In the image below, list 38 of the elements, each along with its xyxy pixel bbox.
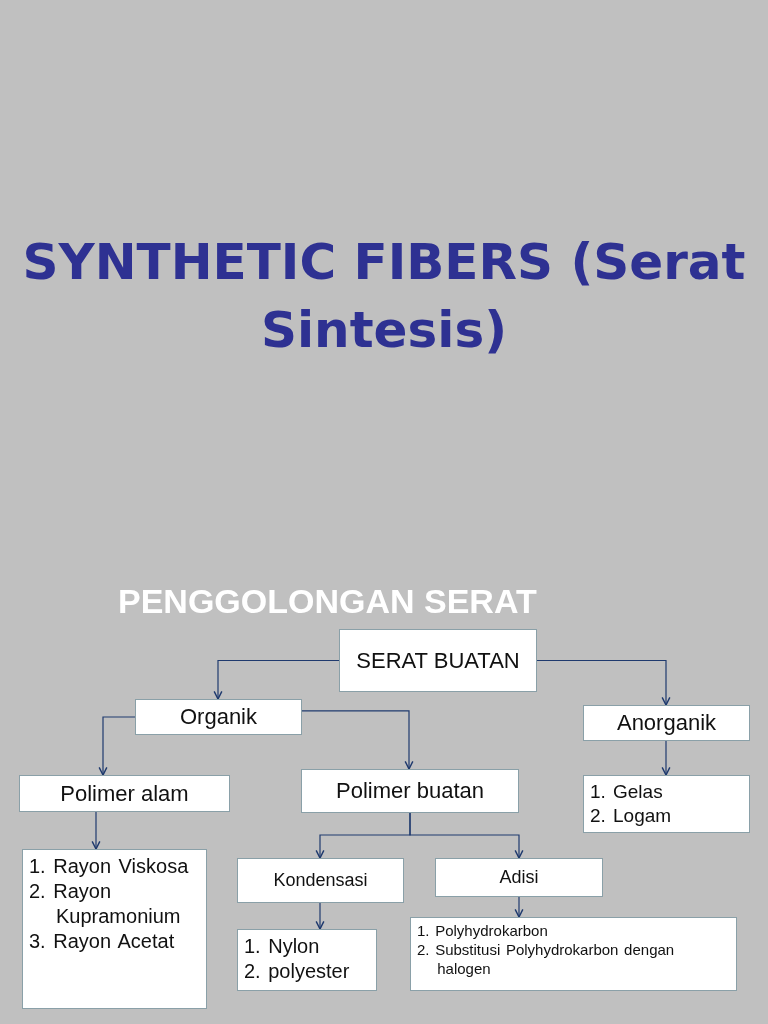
list-box xyxy=(237,929,377,991)
connector-arrow xyxy=(213,659,340,700)
node-label: Anorganik xyxy=(616,709,717,737)
section-heading: PENGGOLONGAN SERAT xyxy=(118,582,537,621)
node-label: SERAT BUATAN xyxy=(356,646,520,675)
connector-arrow xyxy=(661,740,671,776)
category-box xyxy=(237,858,404,903)
connector-arrow xyxy=(98,716,136,776)
slide-title: SYNTHETIC FIBERS (Serat Sintesis) xyxy=(21,232,747,361)
list-item: 2. Substitusi Polyhydrokarbon dengan halogen xyxy=(417,940,676,979)
list-box xyxy=(583,775,750,833)
category-box xyxy=(583,705,750,741)
list-item: 1. Rayon Viskosa xyxy=(29,854,190,879)
category-box xyxy=(435,858,603,897)
connector-arrow xyxy=(91,811,101,850)
connector-arrow xyxy=(536,659,671,706)
category-box xyxy=(19,775,230,812)
list-item: 2. Rayon Kupramonium xyxy=(29,879,182,929)
list-item: 1. Gelas xyxy=(590,780,664,804)
connector-arrow xyxy=(315,902,325,930)
connector-arrow xyxy=(301,710,414,770)
node-label: Kondensasi xyxy=(273,869,368,892)
list-item: 1. Polyhydrokarbon xyxy=(417,922,549,941)
connector-arrow xyxy=(409,812,524,859)
category-box xyxy=(339,629,537,692)
node-label: Organik xyxy=(179,703,257,731)
list-item: 2. polyester xyxy=(244,959,351,984)
list-box xyxy=(410,917,737,991)
node-label: Adisi xyxy=(499,866,539,889)
list-item: 1. Nylon xyxy=(244,934,321,959)
list-item: 2. Logam xyxy=(590,803,673,828)
category-box xyxy=(301,769,519,813)
list-item: 3. Rayon Acetat xyxy=(29,929,176,954)
category-box xyxy=(135,699,302,735)
connector-arrow xyxy=(514,896,524,918)
list-box xyxy=(22,849,207,1009)
node-label: Polimer alam xyxy=(60,779,189,808)
node-label: Polimer buatan xyxy=(336,777,484,805)
